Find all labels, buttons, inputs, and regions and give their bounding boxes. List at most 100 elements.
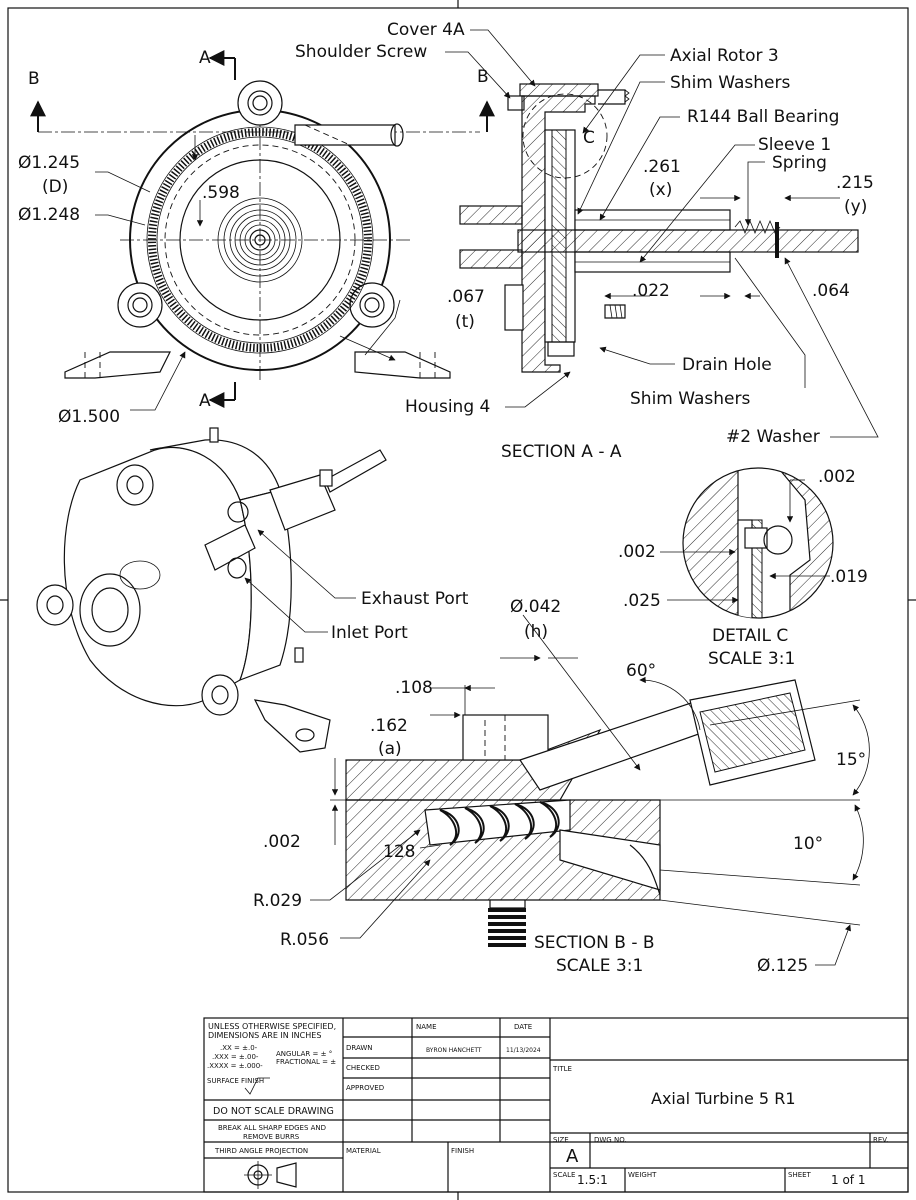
- callout-spring: Spring: [772, 153, 827, 173]
- tb-drawn-date: 11/13/2024: [506, 1047, 541, 1054]
- dim-detail-019: .019: [830, 567, 868, 587]
- tb-size-label: SIZE: [553, 1136, 569, 1144]
- tb-title-label: TITLE: [552, 1065, 572, 1073]
- dim-d042: Ø.042: [510, 597, 561, 617]
- dim-d1248: Ø1.248: [18, 205, 80, 225]
- callout-sleeve: Sleeve 1: [758, 135, 831, 155]
- tb-tol-xxxx: .XXXX = ±.000-: [207, 1062, 263, 1070]
- dim-detail-002-b: .002: [618, 542, 656, 562]
- callout-ball-bearing: R144 Ball Bearing: [687, 107, 839, 127]
- title-section-bb-scale: SCALE 3:1: [556, 956, 643, 976]
- callout-drain-hole: Drain Hole: [682, 355, 772, 375]
- tb-dwg-no-label: DWG NO.: [594, 1136, 627, 1144]
- front-view: [30, 50, 495, 411]
- tb-notes-2: DIMENSIONS ARE IN INCHES: [208, 1031, 321, 1040]
- title-detail-c: DETAIL C: [712, 626, 788, 646]
- dim-d042-sym: (h): [524, 622, 548, 642]
- section-marker-b-right: B: [477, 67, 489, 87]
- tb-title: Axial Turbine 5 R1: [651, 1089, 796, 1108]
- section-aa-view: [445, 29, 879, 438]
- section-marker-b-left: B: [28, 69, 40, 89]
- tb-sheet-label: SHEET: [788, 1171, 812, 1179]
- detail-c-callout-circle: [522, 93, 608, 179]
- tb-rev-label: REV.: [873, 1136, 888, 1144]
- inlet-nozzle-tube: [294, 124, 396, 146]
- dim-d215-sym: (y): [844, 197, 867, 217]
- dim-d1500: Ø1.500: [58, 407, 120, 427]
- bolt-boss-top: [237, 80, 283, 126]
- shaft: [517, 229, 859, 253]
- tb-scale-label: SCALE: [553, 1171, 575, 1179]
- title-section-aa: SECTION A - A: [501, 442, 622, 462]
- callout-shim-washers-top: Shim Washers: [670, 73, 790, 93]
- dim-d162-sym: (a): [378, 739, 402, 759]
- iso-inlet-tube: [204, 524, 256, 571]
- tb-do-not-scale: DO NOT SCALE DRAWING: [213, 1106, 334, 1117]
- dim-r056: R.056: [280, 930, 329, 950]
- tb-checked-label: CHECKED: [346, 1064, 380, 1072]
- iso-housing-body: [63, 446, 252, 707]
- dim-d125: Ø.125: [757, 956, 808, 976]
- tb-sheet: 1 of 1: [831, 1173, 865, 1187]
- housing-section: [521, 95, 596, 373]
- section-bb-view: [310, 614, 870, 966]
- callout-washer: #2 Washer: [726, 427, 820, 447]
- tb-projection: THIRD ANGLE PROJECTION: [214, 1147, 308, 1155]
- dim-d215: .215: [836, 173, 874, 193]
- dim-angle-60: 60°: [626, 661, 656, 681]
- iso-mount-foot: [253, 699, 331, 753]
- title-section-bb: SECTION B - B: [534, 933, 655, 953]
- tb-tol-xxx: .XXX = ±.00-: [212, 1053, 259, 1061]
- tb-angular: ANGULAR = ± °: [276, 1050, 332, 1058]
- tb-break-edges-1: BREAK ALL SHARP EDGES AND: [218, 1124, 326, 1132]
- title-block: [203, 1017, 909, 1193]
- tb-notes-1: UNLESS OTHERWISE SPECIFIED,: [208, 1022, 336, 1031]
- dim-d067-sym: (t): [455, 312, 475, 332]
- dim-d108: .108: [395, 678, 433, 698]
- iso-front-hub: [79, 573, 141, 647]
- dim-d128: 128: [383, 842, 415, 862]
- isometric-view: [36, 427, 387, 753]
- dim-d1245: Ø1.245: [18, 153, 80, 173]
- spring-part: [734, 219, 781, 235]
- callout-shim-washers-bottom: Shim Washers: [630, 389, 750, 409]
- dim-angle-10: 10°: [793, 834, 823, 854]
- callout-axial-rotor: Axial Rotor 3: [670, 46, 779, 66]
- bb-rotor-blades: [439, 801, 560, 846]
- callout-shoulder-screw: Shoulder Screw: [295, 42, 427, 62]
- dim-d067: .067: [447, 287, 485, 307]
- dim-detail-002-a: .002: [818, 467, 856, 487]
- dim-d022: .022: [632, 281, 670, 301]
- tb-drawn-label: DRAWN: [346, 1044, 373, 1052]
- dim-r029: R.029: [253, 891, 302, 911]
- dim-detail-025: .025: [623, 591, 661, 611]
- left-mount-foot: [64, 351, 171, 379]
- dim-d162: .162: [370, 716, 408, 736]
- dim-angle-15: 15°: [836, 750, 866, 770]
- projection-cone-icon: [276, 1162, 297, 1188]
- dim-d261: .261: [643, 157, 681, 177]
- section-marker-c: C: [583, 128, 595, 148]
- tb-fractional: FRACTIONAL = ±: [276, 1058, 336, 1066]
- callout-exhaust-port: Exhaust Port: [361, 589, 469, 609]
- tb-weight-label: WEIGHT: [628, 1171, 657, 1179]
- dim-d1245-sym: (D): [42, 177, 68, 197]
- tb-size: A: [566, 1146, 579, 1167]
- dim-d261-sym: (x): [649, 180, 672, 200]
- iso-shaft: [324, 449, 387, 493]
- tb-date-header: DATE: [514, 1023, 532, 1031]
- section-marker-a-bottom: A: [199, 391, 211, 411]
- callout-inlet-port: Inlet Port: [331, 623, 408, 643]
- tb-tol-xx: .XX = ±.0-: [220, 1044, 258, 1052]
- bolt-boss-right: [349, 282, 395, 328]
- title-detail-c-scale: SCALE 3:1: [708, 649, 795, 669]
- bolt-boss-left: [117, 282, 163, 328]
- rotor-blade-ring: [148, 128, 372, 352]
- tb-surface-finish: SURFACE FINISH: [207, 1077, 264, 1085]
- bb-screw-head: [462, 714, 549, 761]
- callout-cover: Cover 4A: [387, 20, 465, 40]
- tb-scale: 1.5:1: [577, 1173, 608, 1187]
- callout-housing: Housing 4: [405, 397, 490, 417]
- section-marker-a-top: A: [199, 48, 211, 68]
